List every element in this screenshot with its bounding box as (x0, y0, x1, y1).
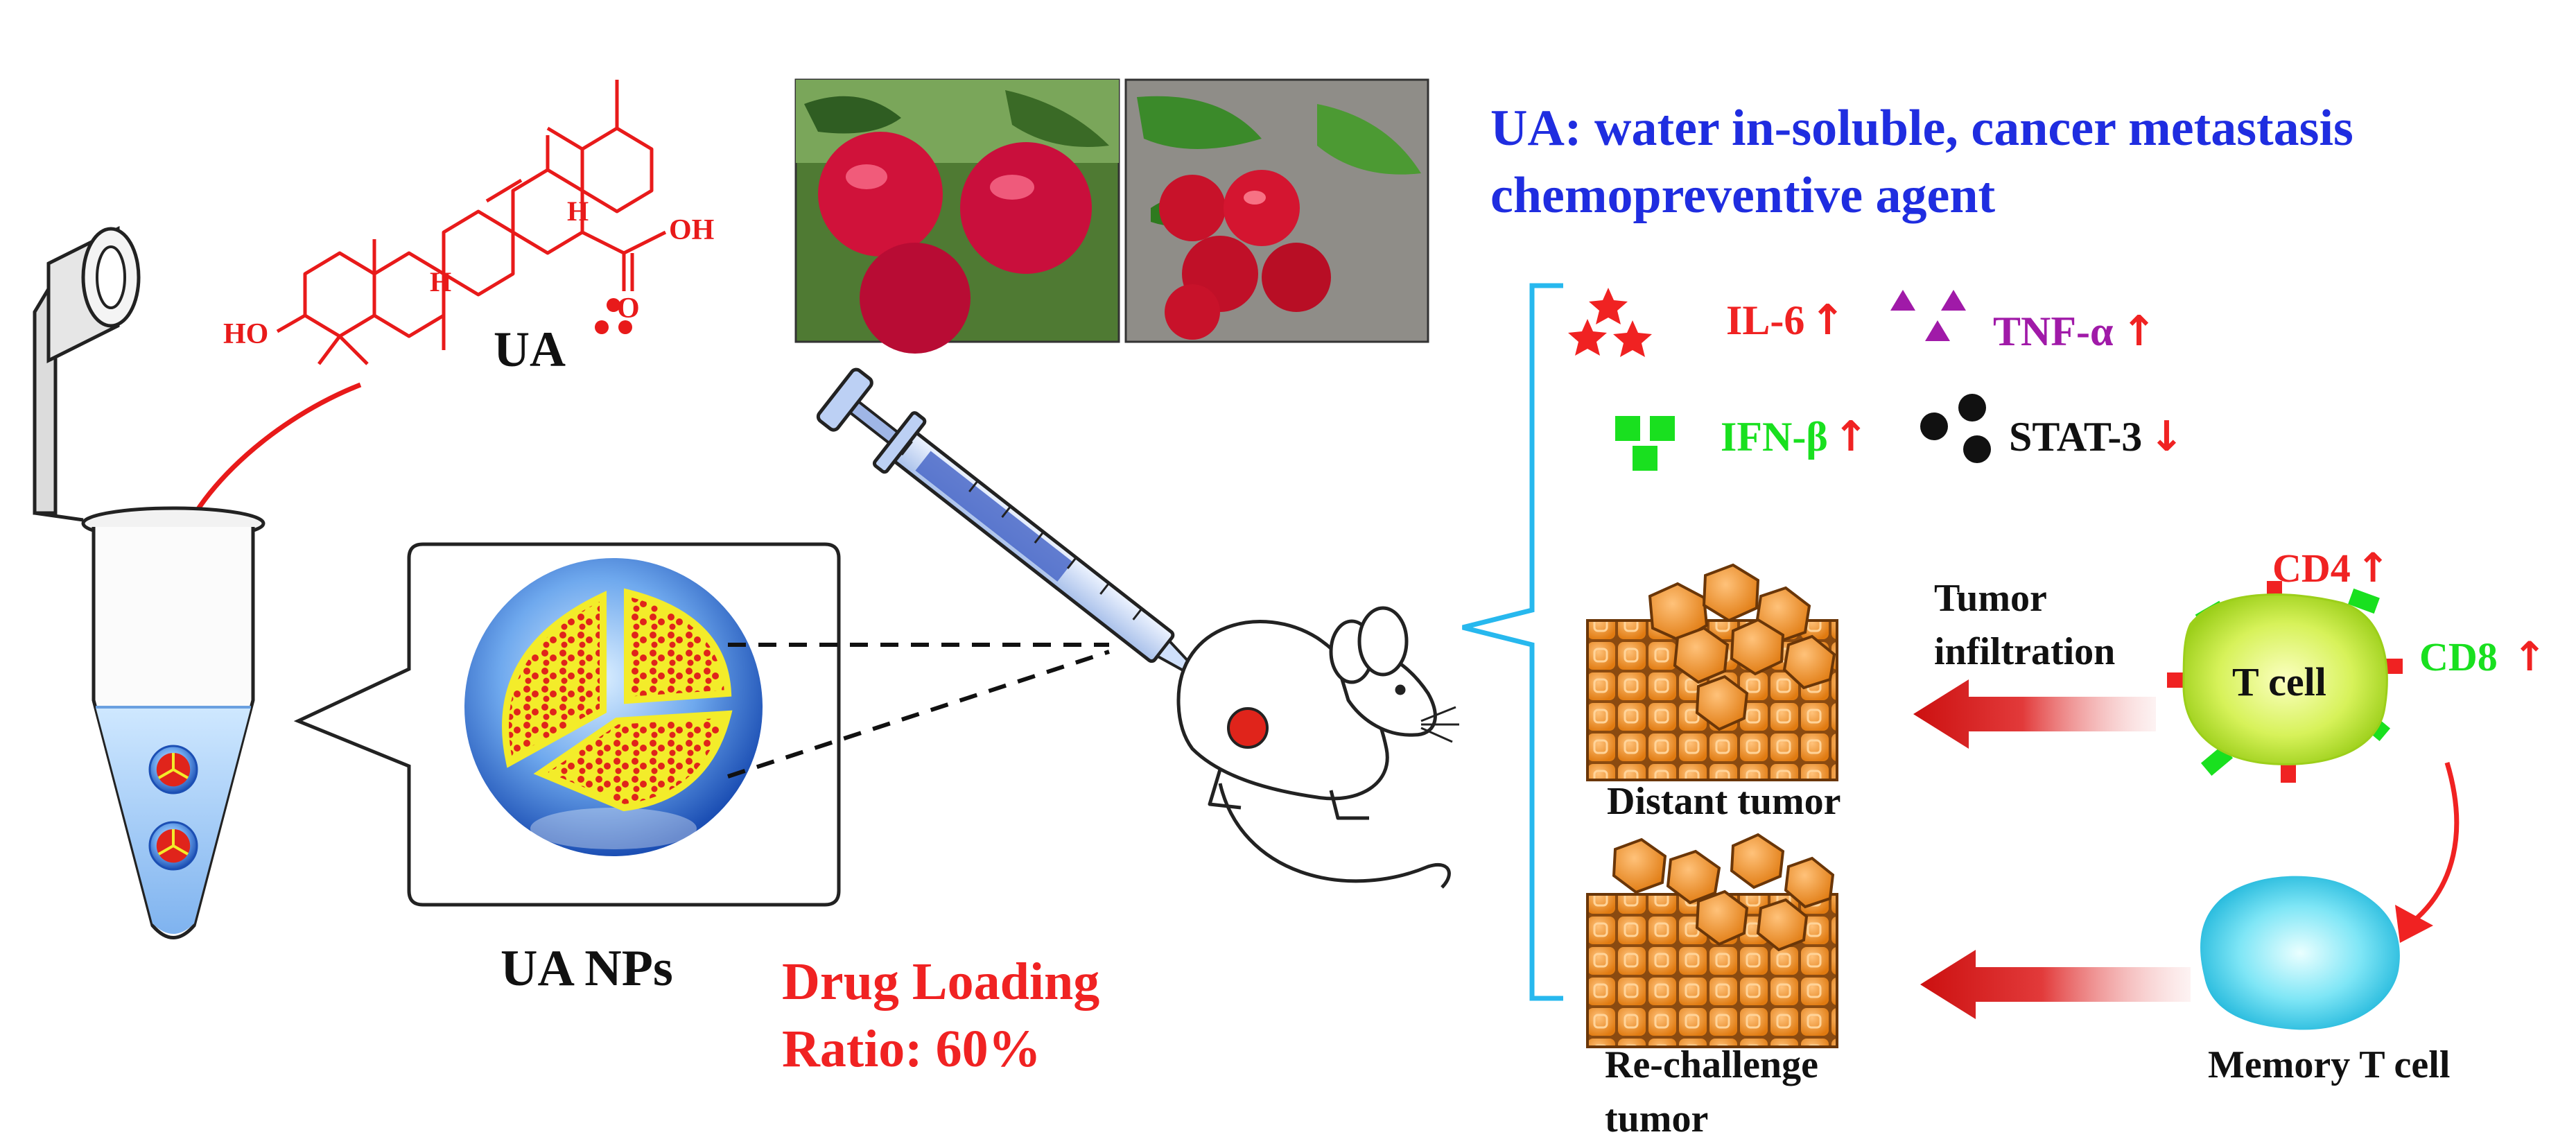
ua-description-rest: : water in-soluble, cancer metastasis (1564, 100, 2353, 157)
ifn-up-arrow-icon: ↑ (1833, 413, 1869, 461)
syringe-icon (816, 367, 1280, 740)
il6-up-arrow-icon: ↑ (1810, 296, 1845, 345)
memory-t-cell (2200, 876, 2400, 1030)
distant-tumor-label: Distant tumor (1607, 780, 1841, 823)
apple-photo (794, 78, 1120, 354)
cd8-label: CD8 (2419, 634, 2498, 679)
carboxyl-oh-label: OH (669, 214, 714, 246)
rechallenge-arrow (1920, 950, 2191, 1019)
ua-description-prefix: UA (1490, 100, 1565, 157)
tumor-infiltration-line-2: infiltration (1934, 630, 2116, 673)
stat3-circle-markers (1920, 394, 1991, 463)
stereo-h-label-1: H (430, 266, 451, 297)
il6-label: IL-6 (1726, 297, 1805, 343)
carbonyl-o-label: O (617, 293, 640, 324)
cranberry-photo (1124, 78, 1429, 343)
eppendorf-tube (33, 225, 266, 939)
stat3-down-arrow-icon: ↓ (2149, 413, 2184, 461)
il6-entry: IL-6↑ (1726, 299, 1845, 341)
tube-nanoparticle-1 (148, 745, 198, 795)
drug-loading-line-2: Ratio: 60% (782, 1020, 1041, 1078)
ua-description-line-1: UA: water in-soluble, cancer metastasis (1490, 103, 2353, 154)
uа-nanoparticle-large (464, 558, 763, 856)
distant-tumor-tissue (1586, 563, 1838, 781)
tcell-to-memory-arrowhead (2395, 905, 2433, 943)
tnf-triangle-markers (1890, 290, 1966, 341)
cd8-up-arrow-icon: ↑ (2512, 633, 2547, 680)
hydroxyl-label: HO (223, 318, 268, 350)
cd4-entry: CD4↑ (2272, 548, 2390, 589)
stereo-h-label-2: H (567, 196, 589, 227)
cd4-label: CD4 (2272, 546, 2351, 591)
ua-molecule-label: UA (494, 322, 566, 377)
ifn-entry: IFN-β↑ (1721, 416, 1868, 458)
ua-description-line-2: chemopreventive agent (1490, 167, 1996, 224)
cd8-entry: CD8 ↑ (2419, 636, 2546, 677)
memory-t-cell-label: Memory T cell (2208, 1043, 2451, 1086)
dashed-line-lower (727, 650, 1110, 779)
rechallenge-line-1: Re-challenge (1605, 1043, 1818, 1086)
stat3-label: STAT-3 (2009, 414, 2143, 460)
cd4-up-arrow-icon: ↑ (2356, 544, 2390, 591)
tube-nanoparticle-2 (148, 821, 198, 871)
ursolic-acid-structure (276, 80, 667, 365)
ua-nps-label: UA NPs (501, 940, 673, 997)
t-cell (2167, 581, 2403, 783)
mouse-illustration (1176, 606, 1459, 889)
stat3-entry: STAT-3↓ (2009, 416, 2184, 458)
drug-loading-line-1: Drug Loading (782, 953, 1100, 1011)
tnf-up-arrow-icon: ↑ (2121, 307, 2157, 356)
rechallenge-line-2: tumor (1605, 1097, 1709, 1140)
cyan-bracket (1462, 283, 1563, 1001)
ua-molecule-dots (595, 298, 632, 334)
il6-star-markers (1568, 288, 1652, 357)
ifn-label: IFN-β (1721, 414, 1828, 460)
tumor-infiltration-line-1: Tumor (1934, 577, 2047, 620)
tcell-to-memory-arrow (2410, 761, 2460, 924)
tnf-entry: TNF-α↑ (1993, 311, 2157, 352)
tnf-label: TNF-α (1993, 309, 2114, 354)
t-cell-label: T cell (2232, 659, 2326, 704)
infiltration-arrow (1913, 679, 2156, 749)
rechallenge-tumor-tissue (1586, 833, 1838, 1048)
ifn-square-markers (1615, 416, 1675, 471)
tumor-injection-site (1227, 707, 1269, 749)
